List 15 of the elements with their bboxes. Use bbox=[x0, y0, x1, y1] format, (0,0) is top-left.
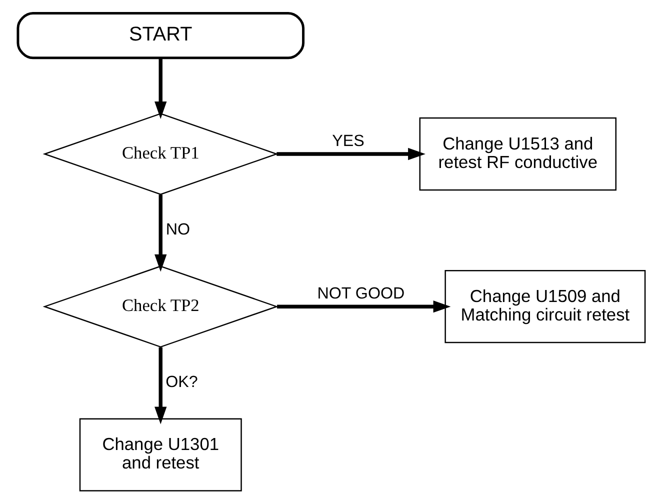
arrow bbox=[154, 58, 167, 119]
arrow bbox=[277, 300, 451, 313]
edge-label: OK? bbox=[166, 373, 198, 392]
node-box: Change U1513 and retest RF conductive bbox=[419, 117, 616, 191]
node-diamond: Check TP1 bbox=[42, 113, 278, 195]
node-box: Change U1301 and retest bbox=[79, 418, 242, 492]
arrow bbox=[276, 148, 426, 160]
edge-label: NO bbox=[166, 220, 190, 239]
arrow bbox=[154, 347, 167, 424]
arrow bbox=[154, 194, 167, 272]
node-box: Change U1509 and Matching circuit retest bbox=[444, 270, 646, 344]
edge-label: YES bbox=[332, 132, 364, 150]
node-diamond: Check TP2 bbox=[42, 266, 278, 348]
edge-label: NOT GOOD bbox=[317, 284, 405, 302]
node-box: START bbox=[16, 12, 305, 60]
